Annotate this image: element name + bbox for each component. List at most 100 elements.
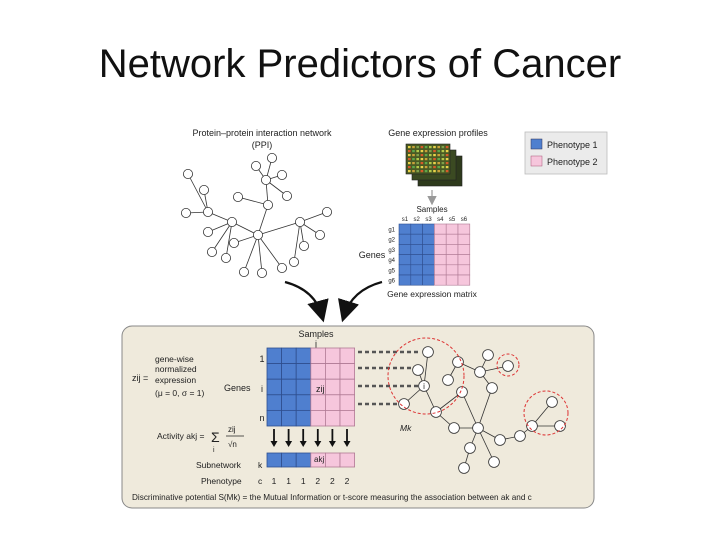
subnetwork-node	[514, 430, 526, 442]
row-label-i: i	[261, 384, 263, 394]
matrix-sample-id: s2	[414, 217, 421, 223]
matrix-cell	[445, 244, 459, 255]
normalized-cell	[339, 347, 356, 365]
ppi-node	[281, 190, 292, 201]
matrix-gene-id: g6	[388, 279, 395, 285]
sum-arrow-head	[328, 441, 336, 447]
zij-equation-label: zij =	[132, 373, 148, 383]
matrix-cell	[445, 274, 459, 286]
ppi-node	[180, 207, 191, 218]
ppi-node	[220, 252, 231, 263]
gene-expression-matrix	[398, 223, 471, 286]
normalized-cell	[324, 409, 341, 427]
matrix-cell	[422, 264, 435, 276]
node-i-label: i	[423, 382, 425, 391]
sum-index: i	[213, 447, 215, 454]
akj-label: akj	[314, 455, 324, 464]
profile-cell	[412, 158, 415, 161]
profile-cell	[445, 146, 449, 149]
profile-cell	[408, 158, 411, 161]
normalized-cell	[295, 347, 312, 365]
profile-cell	[408, 150, 411, 153]
phenotype-value: 2	[330, 476, 335, 486]
sum-arrow-head	[314, 441, 322, 447]
profile-cell	[433, 166, 436, 169]
ppi-edge	[257, 234, 283, 269]
profile-cell	[416, 170, 419, 173]
matrix-cell	[422, 223, 435, 235]
subnetwork-node	[474, 366, 486, 378]
subnetwork-node	[422, 346, 434, 358]
ppi-node	[198, 184, 209, 195]
c-label: c	[258, 476, 263, 486]
matrix-cell	[457, 254, 471, 266]
matrix-to-analysis-arrow	[338, 280, 383, 323]
subnetwork-node	[554, 420, 566, 432]
column-sum-arrows	[270, 429, 351, 447]
profile-cell	[437, 150, 440, 153]
ppi-node	[256, 267, 267, 278]
ppi-title-line2: (PPI)	[252, 140, 273, 150]
profile-cell	[424, 150, 428, 153]
profile-cell	[420, 150, 424, 153]
legend-phenotype2: Phenotype 2	[547, 157, 598, 167]
profile-cell	[437, 162, 440, 165]
profile-cell	[416, 150, 419, 153]
ppi-node	[321, 206, 332, 217]
subnetwork-node	[418, 380, 430, 392]
ppi-node	[266, 152, 277, 163]
profile-cell	[445, 170, 449, 173]
legend-swatch-phenotype1	[530, 138, 543, 150]
ppi-node	[228, 237, 239, 248]
fraction-numerator: zij	[228, 425, 236, 434]
normalized-cell	[324, 347, 341, 365]
profile-cell	[424, 158, 428, 161]
normalized-cell	[281, 394, 297, 411]
ppi-node	[226, 216, 237, 227]
normalized-cell	[281, 347, 297, 365]
subnetwork-node	[452, 356, 464, 368]
sum-arrow-head	[270, 441, 278, 447]
subnetwork-node	[488, 456, 500, 468]
matrix-gene-id: g3	[388, 248, 395, 254]
ppi-edge	[257, 234, 263, 274]
profile-cell	[433, 146, 436, 149]
matrix-sample-id: s6	[461, 217, 468, 223]
mk-label: Mk	[400, 423, 412, 433]
k-label: k	[258, 460, 263, 470]
profile-cell	[416, 166, 419, 169]
phenotype-value: 1	[286, 476, 291, 486]
normalized-cell	[339, 363, 356, 380]
normalized-cell	[281, 409, 297, 427]
normalized-cell	[310, 409, 326, 427]
ppi-node	[252, 229, 263, 240]
ppi-edge	[225, 221, 233, 259]
normalized-cell	[324, 363, 341, 380]
matrix-caption: Gene expression matrix	[387, 289, 478, 299]
matrix-cell	[398, 244, 412, 255]
profile-cell	[412, 166, 415, 169]
matrix-cell	[434, 254, 447, 266]
matrix-cell	[434, 233, 447, 245]
ppi-node	[250, 160, 261, 171]
subnetwork-activity-row	[266, 452, 356, 468]
ppi-node	[202, 206, 213, 217]
matrix-cell	[422, 233, 435, 245]
profile-cell	[445, 158, 449, 161]
profile-cell	[445, 154, 449, 157]
bottom-genes-label: Genes	[224, 383, 251, 393]
desc-line4: (μ = 0, σ = 1)	[155, 388, 205, 398]
matrix-cell	[398, 233, 412, 245]
profile-cell	[433, 162, 436, 165]
matrix-cell	[410, 233, 423, 245]
matrix-cell	[398, 264, 412, 276]
matrix-cell	[422, 244, 435, 255]
matrix-cell	[445, 233, 459, 245]
profile-cell	[433, 158, 436, 161]
subnetwork-node	[430, 406, 442, 418]
subnetwork-node	[486, 382, 498, 394]
profile-cell	[424, 170, 428, 173]
ppi-node	[276, 169, 287, 180]
sum-arrow-head	[299, 441, 307, 447]
matrix-gene-id: g5	[388, 268, 395, 274]
